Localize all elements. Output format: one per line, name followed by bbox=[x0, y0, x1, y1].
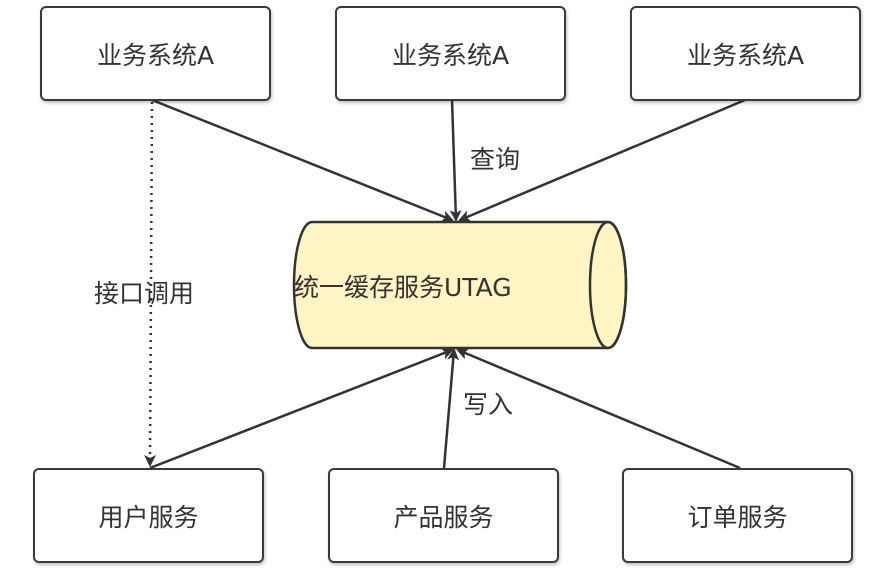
node-label: 业务系统A bbox=[96, 40, 215, 70]
node-label: 用户服务 bbox=[98, 502, 199, 532]
edge-bottom-right-to-cache bbox=[456, 348, 741, 470]
edge-top-middle-to-cache bbox=[449, 99, 462, 222]
node-label: 业务系统A bbox=[686, 40, 805, 70]
edge-top-right-to-cache bbox=[458, 98, 746, 222]
query-edge-label: 查询 bbox=[470, 145, 521, 174]
order-service-node[interactable]: 订单服务 bbox=[622, 468, 853, 563]
node-label: 订单服务 bbox=[687, 502, 788, 532]
business-system-a-right[interactable]: 业务系统A bbox=[630, 6, 861, 101]
node-label: 业务系统A bbox=[391, 40, 510, 70]
user-service-node[interactable]: 用户服务 bbox=[33, 468, 264, 563]
write-edge-label: 写入 bbox=[463, 390, 514, 419]
business-system-a-middle[interactable]: 业务系统A bbox=[335, 6, 566, 101]
node-label: 产品服务 bbox=[393, 502, 494, 532]
product-service-node[interactable]: 产品服务 bbox=[328, 468, 559, 563]
interface-call-edge-label: 接口调用 bbox=[94, 279, 195, 308]
cache-cylinder bbox=[292, 220, 628, 350]
edge-bottom-left-to-cache bbox=[149, 348, 454, 470]
edge-top-left-to-cache bbox=[151, 98, 454, 222]
business-system-a-left[interactable]: 业务系统A bbox=[40, 6, 271, 101]
edge-bottom-middle-to-cache bbox=[442, 348, 460, 469]
cache-service-label: 统一缓存服务UTAG bbox=[294, 273, 512, 302]
edge-interface-call bbox=[144, 101, 157, 467]
